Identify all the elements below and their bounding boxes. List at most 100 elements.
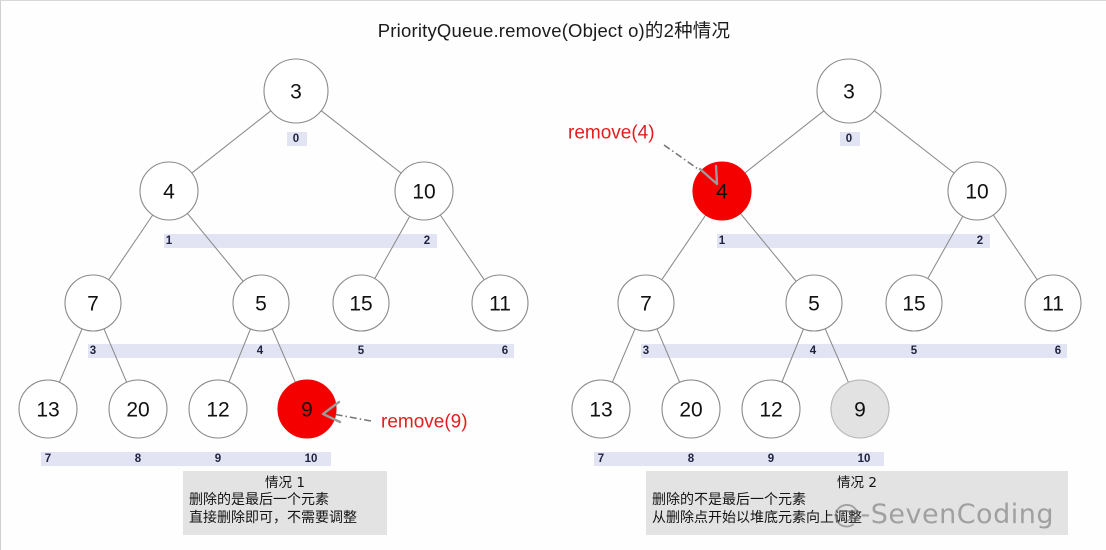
caption-line-case-1-0: 删除的是最后一个元素 <box>189 492 329 509</box>
node-index-label-5: 5 <box>911 345 918 357</box>
index-bar <box>41 452 331 466</box>
heap-node-9[interactable]: 12 <box>188 379 248 439</box>
index-bar <box>717 234 990 248</box>
node-value-label: 4 <box>163 181 175 204</box>
heap-node-3[interactable]: 7 <box>64 274 122 332</box>
node-value-label: 15 <box>902 293 925 316</box>
node-circle[interactable] <box>947 161 1007 221</box>
node-index-label-8: 8 <box>135 453 142 465</box>
node-circle[interactable] <box>263 58 329 124</box>
heap-node-4[interactable]: 5 <box>785 274 843 332</box>
heap-node-7[interactable]: 13 <box>571 379 631 439</box>
annotation-label: remove(9) <box>381 412 468 433</box>
node-circle[interactable] <box>741 379 801 439</box>
node-circle[interactable] <box>332 274 390 332</box>
heap-node-5[interactable]: 15 <box>332 274 390 332</box>
tree-edge <box>661 214 707 281</box>
heap-node-0[interactable]: 3 <box>263 58 329 124</box>
node-index-label-10: 10 <box>858 453 871 465</box>
tree-edge <box>740 213 797 282</box>
index-bar <box>164 234 437 248</box>
tree-edge <box>611 328 636 383</box>
heap-node-6[interactable]: 11 <box>1024 274 1082 332</box>
node-value-label: 3 <box>843 81 855 104</box>
annotation-leader-line <box>663 144 699 170</box>
node-index-label-0: 0 <box>293 133 299 145</box>
node-circle[interactable] <box>139 161 199 221</box>
node-value-label: 5 <box>255 293 267 316</box>
node-circle[interactable] <box>617 274 675 332</box>
heap-node-2[interactable]: 10 <box>394 161 454 221</box>
node-index-label-7: 7 <box>45 453 51 465</box>
node-circle[interactable] <box>785 274 843 332</box>
node-circle[interactable] <box>394 161 454 221</box>
heap-node-1[interactable]: 4 <box>139 161 199 221</box>
index-row-0-case-1 <box>287 132 307 146</box>
index-row-3-case-1 <box>41 452 331 466</box>
tree-edge <box>187 213 244 282</box>
index-row-1-case-2 <box>717 234 990 248</box>
heap-node-8[interactable]: 20 <box>661 379 721 439</box>
caption-case-1: 情况 1 删除的是最后一个元素 直接删除即可，不需要调整 <box>183 471 387 536</box>
annotation-leader-line <box>332 413 372 422</box>
tree-edge <box>927 216 964 279</box>
node-circle[interactable] <box>1024 274 1082 332</box>
index-row-3-case-2 <box>594 452 884 466</box>
node-circle[interactable] <box>885 274 943 332</box>
index-bar <box>88 344 514 358</box>
heap-node-8[interactable]: 20 <box>108 379 168 439</box>
node-circle[interactable] <box>108 379 168 439</box>
node-value-label: 12 <box>206 399 229 422</box>
caption-line-case-1-1: 直接删除即可，不需要调整 <box>189 510 357 527</box>
tree-edge <box>992 214 1038 281</box>
tree-edge <box>271 328 296 383</box>
tree-edge <box>374 216 411 279</box>
node-value-label: 11 <box>489 293 511 316</box>
node-circle[interactable] <box>232 274 290 332</box>
heap-node-10[interactable]: 9 <box>277 379 337 439</box>
caption-line-case-2-0: 删除的不是最后一个元素 <box>652 492 806 509</box>
node-circle[interactable] <box>661 379 721 439</box>
tree-edge <box>191 110 272 174</box>
heap-node-4[interactable]: 5 <box>232 274 290 332</box>
annotation-arrow-icon <box>698 164 719 186</box>
heap-node-7[interactable]: 13 <box>18 379 78 439</box>
heap-node-6[interactable]: 11 <box>471 274 529 332</box>
node-value-label: 4 <box>716 181 728 204</box>
node-circle[interactable] <box>277 379 337 439</box>
heap-node-9[interactable]: 12 <box>741 379 801 439</box>
node-circle[interactable] <box>18 379 78 439</box>
node-index-label-10: 10 <box>305 453 318 465</box>
index-row-2-case-1 <box>88 344 514 358</box>
node-circle[interactable] <box>188 379 248 439</box>
index-bar <box>641 344 1067 358</box>
heap-node-10[interactable]: 9 <box>830 379 890 439</box>
node-value-label: 5 <box>808 293 820 316</box>
node-index-label-8: 8 <box>688 453 695 465</box>
caption-title-case-1: 情况 1 <box>265 475 305 491</box>
node-index-label-6: 6 <box>1055 345 1061 357</box>
heap-node-0[interactable]: 3 <box>816 58 882 124</box>
heap-node-2[interactable]: 10 <box>947 161 1007 221</box>
heap-node-5[interactable]: 15 <box>885 274 943 332</box>
remove-annotation-case-2: remove(4) <box>568 123 719 186</box>
index-bar <box>594 452 884 466</box>
node-index-label-6: 6 <box>502 345 508 357</box>
node-index-label-4: 4 <box>257 345 264 357</box>
node-index-label-9: 9 <box>768 453 774 465</box>
node-index-label-1: 1 <box>166 235 173 247</box>
heap-node-3[interactable]: 7 <box>617 274 675 332</box>
tree-edge <box>108 214 154 281</box>
node-value-label: 7 <box>640 293 652 316</box>
annotation-label: remove(4) <box>568 123 655 144</box>
node-value-label: 13 <box>589 399 612 422</box>
node-circle[interactable] <box>816 58 882 124</box>
page-title: PriorityQueue.remove(Object o)的2种情况 <box>377 20 731 41</box>
node-circle[interactable] <box>64 274 122 332</box>
node-circle[interactable] <box>571 379 631 439</box>
node-circle[interactable] <box>471 274 529 332</box>
node-circle[interactable] <box>830 379 890 439</box>
node-index-label-1: 1 <box>719 235 726 247</box>
node-index-label-3: 3 <box>90 345 96 357</box>
